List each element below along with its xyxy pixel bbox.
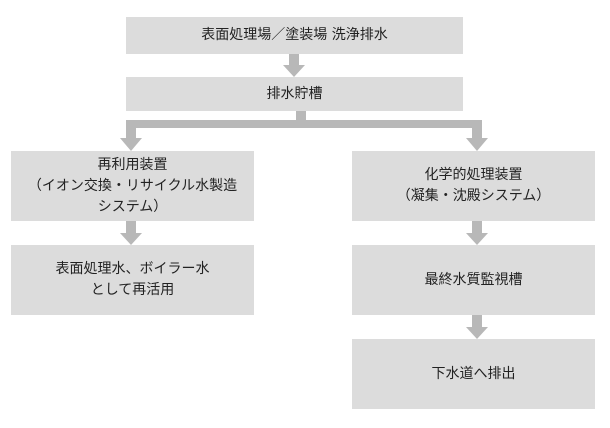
node-sewer-text: 下水道へ排出: [431, 365, 516, 382]
node-reuse-line-3: システム）: [97, 198, 168, 215]
node-tank: 排水貯槽: [126, 77, 463, 111]
node-reuse-result-line-1: 表面処理水、ボイラー水: [55, 261, 210, 277]
node-source: 表面処理場／塗装場 洗浄排水: [126, 17, 463, 54]
tank-stem: [296, 111, 306, 128]
node-chem-line-2: （凝集・沈殿システム）: [396, 188, 551, 204]
arrowhead-split-to-chem: [466, 138, 488, 151]
node-reuse-line-1: 再利用装置: [97, 156, 168, 173]
split-bar: [126, 120, 482, 128]
node-tank-text: 排水貯槽: [266, 85, 323, 102]
node-reuse: 再利用装置 （イオン交換・リサイクル水製造 システム）: [11, 151, 254, 221]
arrowhead-chem-to-final: [466, 233, 488, 245]
node-reuse-result-line-2: として再活用: [90, 282, 175, 298]
node-final-tank: 最終水質監視槽: [352, 245, 595, 315]
arrow-split-to-reuse: [126, 120, 136, 138]
node-final-tank-text: 最終水質監視槽: [424, 271, 523, 288]
arrow-split-to-chem: [472, 120, 482, 138]
node-chem: 化学的処理装置 （凝集・沈殿システム）: [352, 151, 595, 221]
node-reuse-line-2: （イオン交換・リサイクル水製造: [27, 177, 238, 194]
node-sewer: 下水道へ排出: [352, 339, 595, 409]
node-chem-line-1: 化学的処理装置: [424, 167, 523, 183]
arrow-chem-to-final: [472, 221, 482, 233]
arrow-final-to-sewer: [472, 315, 482, 327]
arrow-source-to-tank: [289, 54, 299, 65]
arrowhead-final-to-sewer: [466, 327, 488, 339]
arrow-reuse-to-result: [126, 221, 136, 233]
arrowhead-source-to-tank: [283, 65, 305, 77]
arrowhead-reuse-to-result: [120, 233, 142, 245]
node-source-text: 表面処理場／塗装場 洗浄排水: [201, 27, 388, 43]
node-reuse-result: 表面処理水、ボイラー水 として再活用: [11, 245, 254, 315]
arrowhead-split-to-reuse: [120, 138, 142, 151]
